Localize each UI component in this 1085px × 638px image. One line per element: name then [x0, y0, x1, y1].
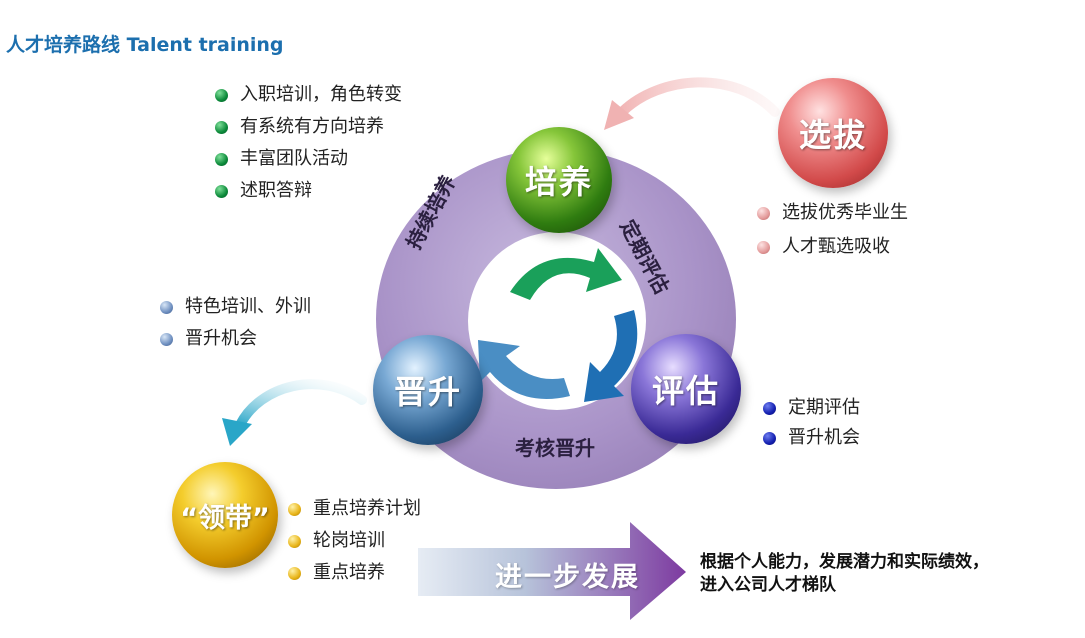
- bullet-icon: [763, 401, 776, 415]
- sphere-xuanba-label: 选拔: [798, 116, 867, 154]
- arc-arrowhead-pink: [604, 100, 634, 130]
- bullet-icon: [763, 431, 776, 445]
- sphere-pinggu-label: 评估: [651, 372, 720, 410]
- sphere-peiyang-label: 培养: [524, 163, 593, 201]
- development-note: 根据个人能力，发展潜力和实际绩效， 进入公司人才梯队: [700, 551, 989, 597]
- ring-label-bottom: 考核晋升: [515, 436, 595, 460]
- arc-arrow-xuanba-to-peiyang: [617, 77, 780, 117]
- sphere-pinggu: 评估: [631, 334, 741, 444]
- list-item: 重点培养: [288, 557, 421, 589]
- sphere-jinsheng-label: 晋升: [393, 373, 462, 411]
- list-xuanba: 选拔优秀毕业生 人才甄选吸收: [757, 196, 908, 264]
- list-item: 选拔优秀毕业生: [757, 196, 908, 230]
- bullet-icon: [288, 534, 301, 548]
- bullet-icon: [757, 206, 770, 220]
- cycle-arrow-blue-front: [584, 310, 638, 402]
- bullet-icon: [215, 88, 228, 102]
- bullet-icon: [215, 152, 228, 166]
- sphere-lingdai: “领带”: [172, 462, 278, 568]
- development-note-line: 根据个人能力，发展潜力和实际绩效，: [700, 552, 989, 572]
- development-note-line: 进入公司人才梯队: [700, 575, 836, 595]
- list-item: 重点培养计划: [288, 493, 421, 525]
- sphere-lingdai-label: “领带”: [180, 502, 270, 534]
- cycle-arrow-green-front: [510, 248, 622, 300]
- list-item: 人才甄选吸收: [757, 230, 908, 264]
- arc-arrow-jinsheng-to-lingdai: [235, 379, 367, 430]
- develop-arrow-label: 进一步发展: [495, 562, 640, 593]
- list-item: 晋升机会: [763, 423, 860, 453]
- list-lingdai: 重点培养计划 轮岗培训 重点培养: [288, 493, 421, 589]
- sphere-jinsheng: 晋升: [373, 335, 483, 445]
- bullet-icon: [288, 566, 301, 580]
- list-item: 入职培训，角色转变: [215, 79, 402, 111]
- list-jinsheng: 特色培训、外训 晋升机会: [160, 291, 311, 355]
- bullet-icon: [215, 120, 228, 134]
- bullet-icon: [160, 332, 173, 346]
- list-item: 有系统有方向培养: [215, 111, 402, 143]
- list-item: 轮岗培训: [288, 525, 421, 557]
- list-item: 定期评估: [763, 393, 860, 423]
- bullet-icon: [288, 502, 301, 516]
- cycle-arrow-steel-front: [478, 340, 570, 399]
- list-peiyang: 入职培训，角色转变 有系统有方向培养 丰富团队活动 述职答辩: [215, 79, 402, 207]
- bullet-icon: [160, 300, 173, 314]
- arc-arrowhead-teal: [222, 418, 252, 446]
- list-item: 晋升机会: [160, 323, 311, 355]
- develop-arrow-shape: [418, 522, 686, 620]
- list-item: 述职答辩: [215, 175, 402, 207]
- sphere-peiyang: 培养: [506, 127, 612, 233]
- list-item: 丰富团队活动: [215, 143, 402, 175]
- list-item: 特色培训、外训: [160, 291, 311, 323]
- sphere-xuanba: 选拔: [778, 78, 888, 188]
- bullet-icon: [757, 240, 770, 254]
- bullet-icon: [215, 184, 228, 198]
- list-pinggu: 定期评估 晋升机会: [763, 393, 860, 453]
- page-title: 人才培养路线 Talent training: [6, 34, 284, 56]
